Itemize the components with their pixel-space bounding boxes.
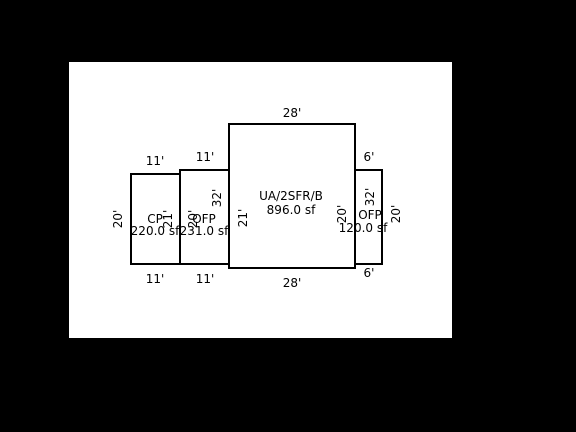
main-dwelling-right-dimension: 20' [335,205,349,224]
ofp-right-bottom-dimension: 6' [364,266,375,280]
ofp-left-name: OFP [192,212,216,226]
ofp-right-left-dimension: 32' [363,188,377,207]
sketch-canvas: CP 220.0 sf 11' 11' 20' 21' OFP 231.0 sf… [69,62,452,338]
cp-area: 220.0 sf [131,224,180,238]
ofp-left-area: 231.0 sf [180,224,229,238]
cp-top-dimension: 11' [146,154,165,168]
ofp-right-right-dimension: 20' [389,205,403,224]
ofp-right-area: 120.0 sf [339,221,388,235]
ofp-left-bottom-dimension: 11' [196,272,215,286]
ofp-left-top-dimension: 11' [196,150,215,164]
main-dwelling-section: UA/2SFR/B 896.0 sf 28' 28' 21' 20' [228,106,356,290]
main-dwelling-top-dimension: 28' [283,106,302,120]
ofp-right-name: OFP [358,208,382,222]
main-dwelling-left-dimension: 21' [236,209,250,228]
floor-plan-sketch: CP 220.0 sf 11' 11' 20' 21' OFP 231.0 sf… [111,106,403,290]
cp-name: CP [147,212,163,226]
main-dwelling-name: UA/2SFR/B [259,189,323,203]
cp-right-dimension: 21' [161,210,175,229]
ofp-right-top-dimension: 6' [364,150,375,164]
main-dwelling-bottom-dimension: 28' [283,276,302,290]
cp-bottom-dimension: 11' [146,272,165,286]
ofp-left-left-dimension: 20' [186,210,200,229]
cp-section: CP 220.0 sf 11' 11' 20' 21' [111,154,181,286]
ofp-right-outline [354,169,383,265]
ofp-left-right-dimension: 32' [210,189,224,208]
cp-left-dimension: 20' [111,210,125,229]
ofp-right-section: OFP 120.0 sf 6' 6' 32' 20' [339,150,403,280]
ofp-left-section: OFP 231.0 sf 11' 11' 20' 32' [179,150,230,286]
main-dwelling-area: 896.0 sf [267,203,316,217]
